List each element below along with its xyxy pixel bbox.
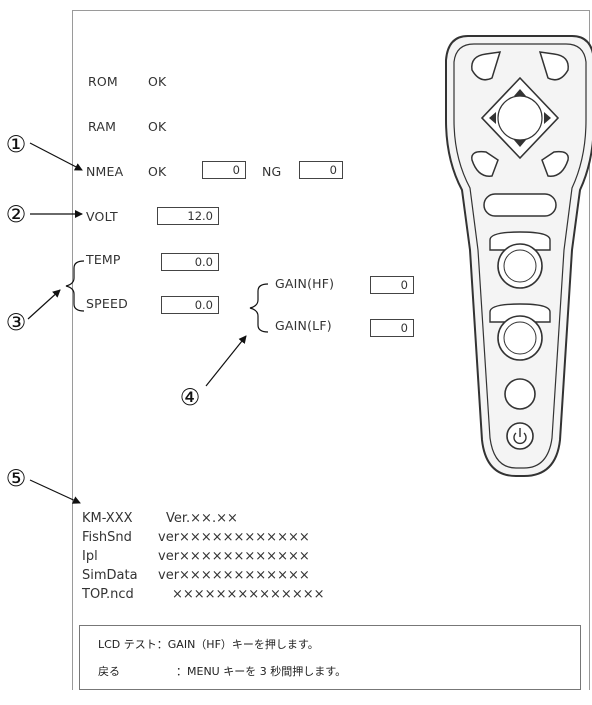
back-instruction: ：MENU キーを 3 秒間押します。 [176,663,346,679]
back-label: 戻る [98,663,120,679]
lcd-test-instruction: LCD テスト：GAIN（HF）キーを押します。 [98,636,319,652]
remote-control [446,36,592,476]
version-value: ver×××××××××××× [158,568,310,583]
version-name: SimData [82,568,138,583]
wide-key [484,194,556,216]
version-name: FishSnd [82,530,132,545]
version-value: Ver.××.×× [166,511,238,526]
round-key [505,379,535,409]
version-name: KM-XXX [82,511,133,526]
left-brace [66,261,84,311]
version-name: TOP.ncd [82,587,134,602]
callout-1-arrow [30,143,82,170]
instruction-panel: LCD テスト：GAIN（HF）キーを押します。 戻る ：MENU キーを 3 … [79,625,581,690]
callout-5-arrow [30,480,80,503]
right-brace [250,284,268,332]
version-value: ver×××××××××××× [158,530,310,545]
version-value: ver×××××××××××× [158,549,310,564]
version-value: ×××××××××××××× [172,587,325,602]
callout-4-arrow [206,336,246,386]
version-name: Ipl [82,549,98,564]
callout-3-arrow [28,290,60,319]
